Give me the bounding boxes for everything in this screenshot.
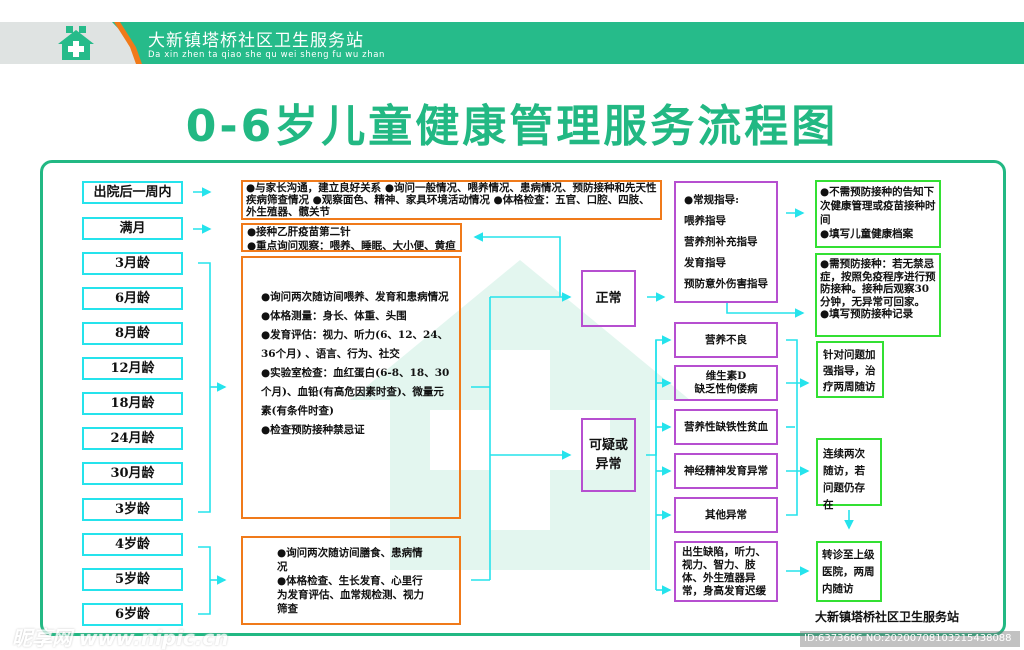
age-box: 12月龄 [82, 357, 183, 380]
persist-box: 连续两次随访，若问题仍存在 [816, 438, 882, 511]
watermark-site: 昵享网 www.nipic.cn [12, 626, 229, 650]
background-logo-icon [350, 260, 690, 570]
page-title: 0-6岁儿童健康管理服务流程图 [185, 101, 839, 152]
full-month-box: ●接种乙肝疫苗第二针 ●重点询问观察：喂养、睡眠、大小便、黄疸 [241, 223, 462, 252]
infant-item: ●检查预防接种禁忌证 [261, 424, 365, 436]
vaccine-box: ●需预防接种：若无禁忌症，按照免疫程序进行预防接种。接种后观察30分钟，无异常可… [815, 253, 941, 337]
age-box: 8月龄 [82, 322, 183, 345]
referral-box: 转诊至上级医院，两周内随访 [816, 541, 882, 602]
infant-visit-box: ●询问两次随访间喂养、发育和患病情况 ●体格测量：身长、体重、头围 ●发育评估：… [241, 256, 461, 519]
normal-result-box: 正常 [581, 270, 636, 327]
postnatal-visit-box: ●与家长沟通，建立良好关系 ●询问一般情况、喂养情况、患病情况、预防接种和先天性… [241, 180, 662, 220]
footer-site-name: 大新镇塔桥社区卫生服务站 [815, 610, 960, 624]
watermark-id: ID:6373686 NO:20200708103215438088 [800, 631, 1020, 647]
condition-other: 其他异常 [674, 497, 778, 533]
condition-neuro: 神经精神发育异常 [674, 453, 778, 489]
infant-item: ●体格测量：身长、体重、头围 [261, 310, 407, 322]
age-box: 6月龄 [82, 287, 183, 310]
abnormal-result-box: 可疑或异常 [581, 418, 636, 492]
condition-rickets: 维生素D 缺乏性佝偻病 [674, 365, 778, 401]
age-box: 18月龄 [82, 392, 183, 415]
age-box: 3月龄 [82, 252, 183, 275]
age-box: 30月龄 [82, 462, 183, 485]
age-box: 24月龄 [82, 427, 183, 450]
guidance-followup-box: 针对问题加强指导，治疗两周随访 [816, 341, 884, 398]
infant-item: ●发育评估：视力、听力(6、12、24、36个月) 、语言、行为、社交 [261, 329, 449, 360]
age-box: 5岁龄 [82, 568, 183, 591]
clinic-logo-icon [58, 26, 94, 60]
flowchart-frame [40, 160, 1006, 636]
age-box: 4岁龄 [82, 533, 183, 556]
site-name: 大新镇塔桥社区卫生服务站 [148, 31, 364, 51]
age-box: 6岁龄 [82, 603, 183, 626]
routine-guidance-box: ●常规指导: 喂养指导 营养剂补充指导 发育指导 预防意外伤害指导 [674, 181, 778, 303]
age-box: 3岁龄 [82, 498, 183, 521]
condition-anemia: 营养性缺铁性贫血 [674, 409, 778, 445]
age-box: 出院后一周内 [82, 181, 183, 204]
preschool-visit-box: ●询问两次随访间膳食、患病情况 ●体格检查、生长发育、心里行为发育评估、血常规检… [241, 536, 461, 625]
condition-birth-defects: 出生缺陷，听力、视力、智力、肢体、外生殖器异常，身高发育迟缓 [674, 541, 778, 602]
age-box: 满月 [82, 217, 183, 240]
no-vaccine-box: ●不需预防接种的告知下次健康管理或疫苗接种时间 ●填写儿童健康档案 [815, 180, 941, 248]
infant-item: ●询问两次随访间喂养、发育和患病情况 [261, 291, 449, 303]
condition-malnutrition: 营养不良 [674, 322, 778, 358]
header-green-band [112, 22, 1024, 64]
infant-item: ●实验室检查：血红蛋白(6-8、18、30个月)、血铅(有高危因素时查)、微量元… [261, 367, 450, 417]
site-pinyin: Da xin zhen ta qiao she qu wei sheng fu … [148, 50, 385, 60]
